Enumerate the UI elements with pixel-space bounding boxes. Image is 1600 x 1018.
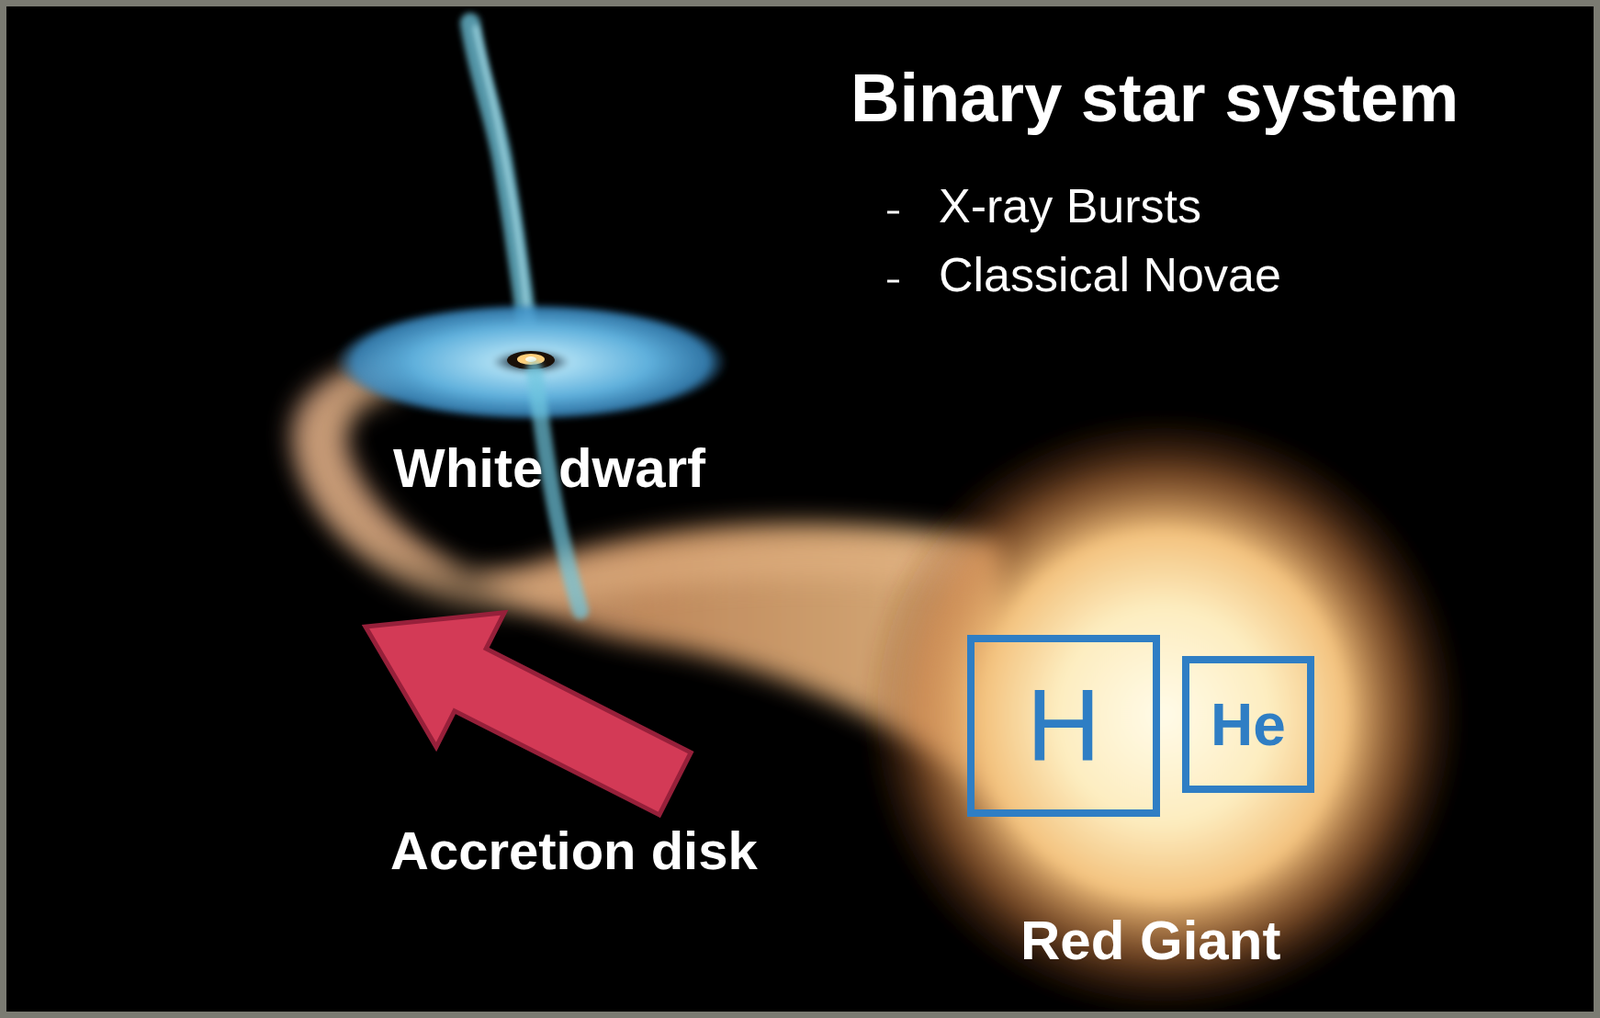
element-symbol: H: [1026, 674, 1102, 778]
bullet-dash: [887, 211, 900, 215]
element-box: H: [967, 634, 1161, 817]
object-label: Accretion disk: [390, 823, 758, 878]
element-symbol: He: [1210, 695, 1286, 755]
bullet-item: Classical Novae: [938, 250, 1282, 299]
object-label: Red Giant: [1020, 912, 1281, 969]
object-label: White dwarf: [393, 440, 706, 496]
pointer-arrow: [331, 559, 710, 851]
bullet-dash: [887, 280, 900, 283]
element-box: He: [1182, 655, 1315, 793]
bullet-item: X-ray Bursts: [938, 181, 1202, 230]
diagram-title: Binary star system: [850, 64, 1459, 133]
